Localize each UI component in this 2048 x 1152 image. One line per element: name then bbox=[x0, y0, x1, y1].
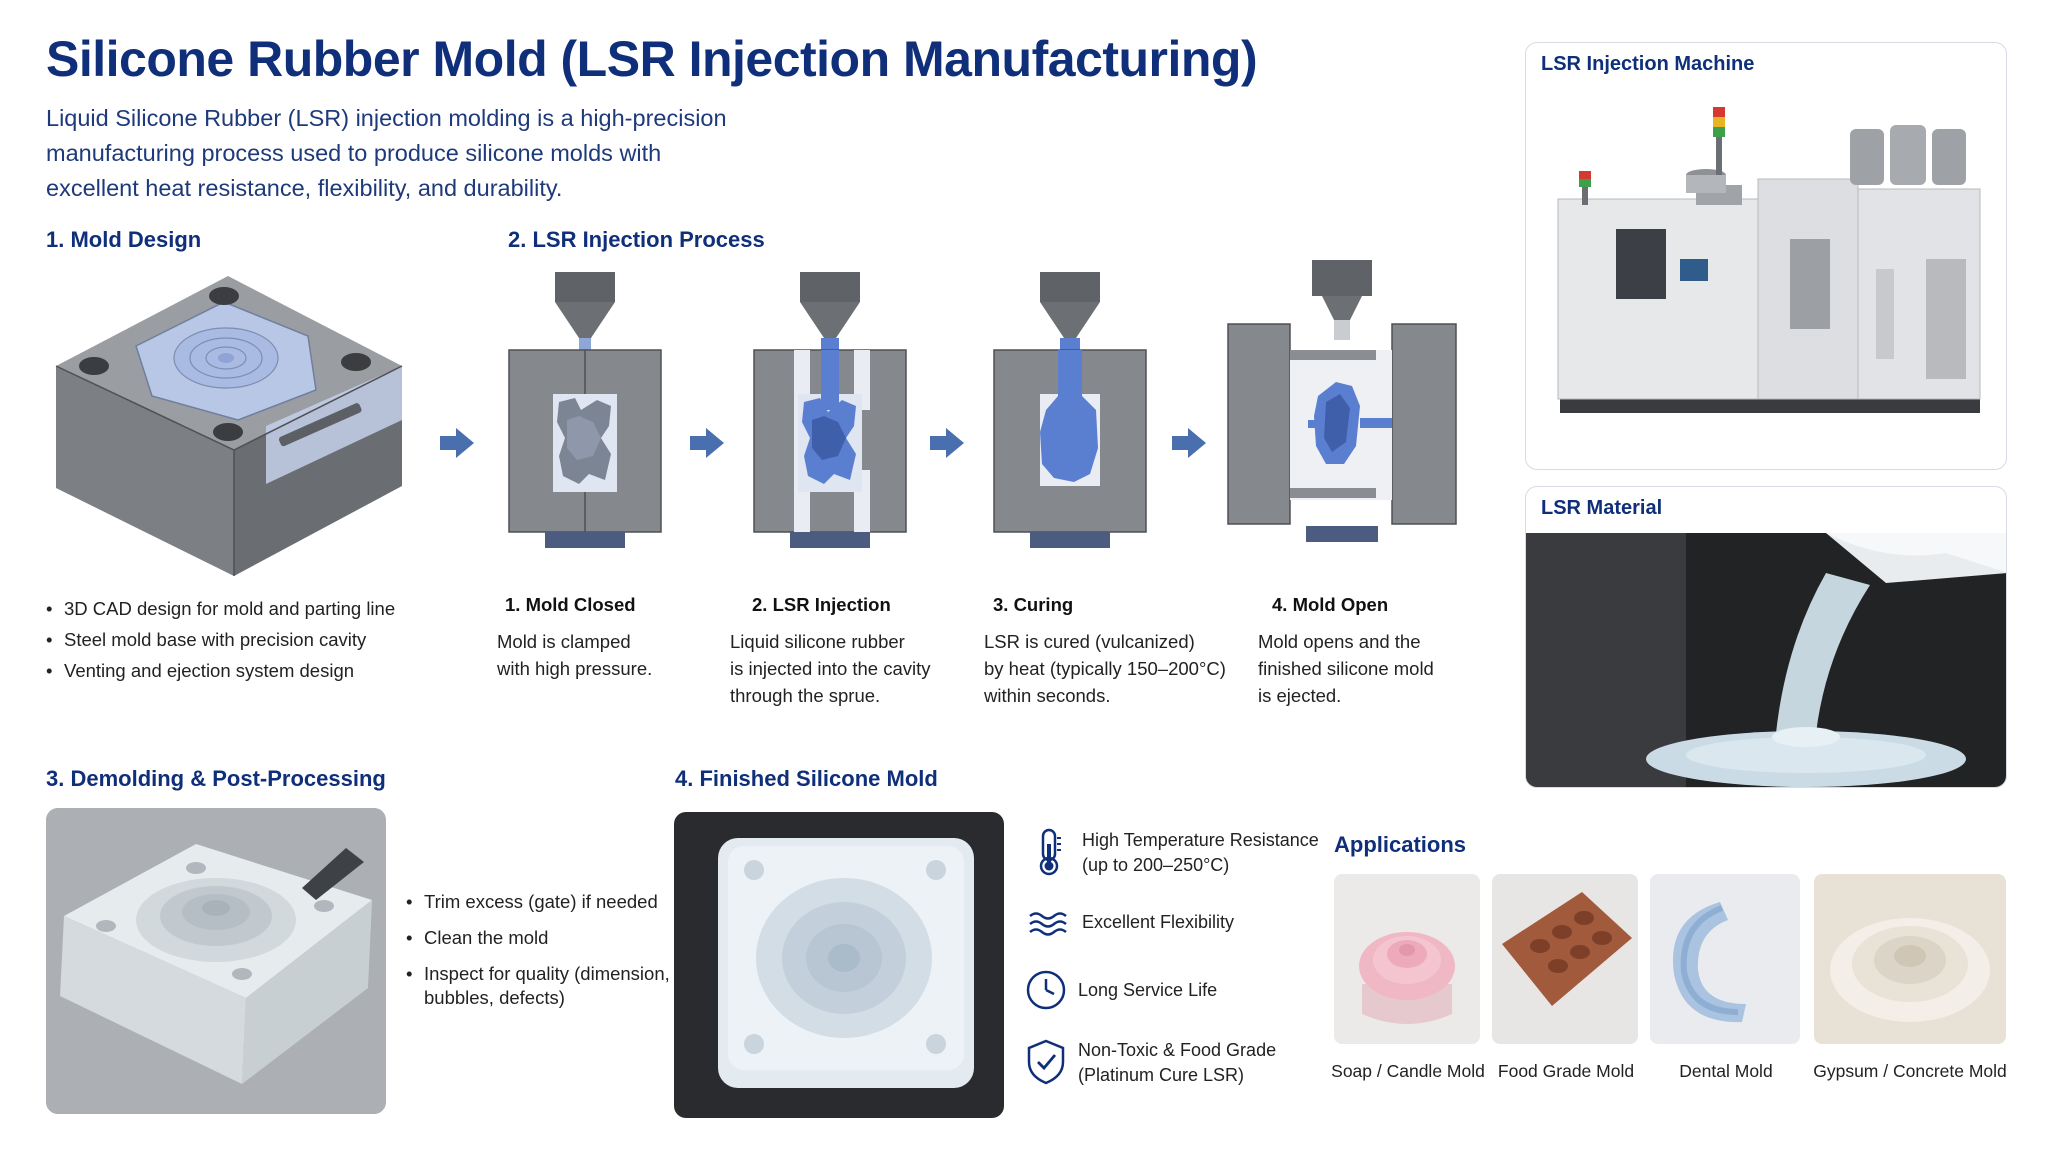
arrow-right-icon bbox=[440, 428, 474, 458]
app-gypsum-concrete-image bbox=[1814, 874, 2006, 1044]
list-item: Trim excess (gate) if needed bbox=[406, 884, 670, 920]
app-label-dental: Dental Mold bbox=[1679, 1061, 1773, 1081]
curing-diagram bbox=[990, 270, 1150, 550]
feature-text: High Temperature Resistance (up to 200–2… bbox=[1082, 830, 1319, 875]
lsr-material-card: LSR Material bbox=[1525, 486, 2007, 788]
app-label-food-grade: Food Grade Mold bbox=[1497, 1061, 1635, 1081]
step-title-curing: 3. Curing bbox=[993, 594, 1074, 615]
lsr-machine-card: LSR Injection Machine bbox=[1525, 42, 2007, 470]
lsr-material-photo bbox=[1526, 533, 2006, 787]
mold-design-heading: 1. Mold Design bbox=[46, 227, 202, 252]
lsr-material-title: LSR Material bbox=[1541, 497, 1663, 519]
applications-heading: Applications bbox=[1334, 832, 1467, 857]
list-item: Venting and ejection system design bbox=[46, 655, 395, 686]
mold-closed-diagram bbox=[505, 270, 665, 550]
lsr-machine-title: LSR Injection Machine bbox=[1541, 53, 1755, 75]
feature-food-grade: Non-Toxic & Food Grade (Platinum Cure LS… bbox=[1024, 1038, 1276, 1088]
arrow-right-icon bbox=[1172, 428, 1206, 458]
step-title-lsr-injection: 2. LSR Injection bbox=[752, 594, 891, 615]
app-label-gypsum-concrete: Gypsum / Concrete Mold bbox=[1813, 1061, 2007, 1081]
clock-icon bbox=[1024, 968, 1068, 1016]
intro-line: Liquid Silicone Rubber (LSR) injection m… bbox=[46, 105, 727, 131]
app-label-soap-candle: Soap / Candle Mold bbox=[1331, 1061, 1485, 1081]
shield-check-icon bbox=[1024, 1038, 1068, 1086]
feature-heat-resistance: High Temperature Resistance (up to 200–2… bbox=[1028, 828, 1319, 878]
app-soap-candle-image bbox=[1334, 874, 1480, 1044]
arrow-right-icon bbox=[930, 428, 964, 458]
step-title-mold-closed: 1. Mold Closed bbox=[505, 594, 636, 615]
intro-text: Liquid Silicone Rubber (LSR) injection m… bbox=[46, 101, 766, 206]
feature-service-life: Long Service Life bbox=[1024, 968, 1217, 1016]
mold-design-illustration bbox=[52, 270, 412, 580]
app-dental-image bbox=[1650, 874, 1800, 1044]
list-item: Clean the mold bbox=[406, 920, 670, 956]
lsr-injection-diagram bbox=[750, 270, 910, 550]
feature-text: Non-Toxic & Food Grade (Platinum Cure LS… bbox=[1078, 1040, 1277, 1085]
thermometer-icon bbox=[1028, 828, 1072, 876]
feature-text: Excellent Flexibility bbox=[1082, 912, 1235, 932]
mold-design-bullets: 3D CAD design for mold and parting line … bbox=[46, 593, 395, 686]
feature-flexibility: Excellent Flexibility bbox=[1028, 910, 1234, 958]
demolding-bullets: Trim excess (gate) if needed Clean the m… bbox=[406, 884, 670, 992]
injection-process-heading: 2. LSR Injection Process bbox=[508, 227, 765, 252]
intro-line: manufacturing process used to produce si… bbox=[46, 140, 662, 166]
list-item: Inspect for quality (dimension, bbox=[406, 956, 670, 992]
step-desc-mold-open: Mold opens and the finished silicone mol… bbox=[1258, 631, 1434, 706]
demolding-heading: 3. Demolding & Post-Processing bbox=[46, 766, 386, 791]
demolding-bullet-cont: bubbles, defects) bbox=[424, 987, 565, 1008]
feature-text: Long Service Life bbox=[1078, 980, 1218, 1000]
page-title: Silicone Rubber Mold (LSR Injection Manu… bbox=[46, 31, 1258, 87]
step-desc-mold-closed: Mold is clamped with high pressure. bbox=[497, 631, 653, 679]
lsr-machine-photo bbox=[1546, 89, 1986, 459]
step-desc-lsr-injection: Liquid silicone rubber is injected into … bbox=[730, 631, 931, 706]
intro-line: excellent heat resistance, flexibility, … bbox=[46, 175, 563, 201]
list-item: 3D CAD design for mold and parting line bbox=[46, 593, 395, 624]
finished-heading: 4. Finished Silicone Mold bbox=[675, 766, 938, 791]
wave-icon bbox=[1028, 910, 1072, 958]
mold-open-diagram bbox=[1226, 256, 1458, 548]
finished-mold-photo bbox=[674, 812, 1004, 1118]
list-item: Steel mold base with precision cavity bbox=[46, 624, 395, 655]
app-food-grade-image bbox=[1492, 874, 1638, 1044]
step-title-mold-open: 4. Mold Open bbox=[1272, 594, 1389, 615]
arrow-right-icon bbox=[690, 428, 724, 458]
demolding-photo bbox=[46, 808, 386, 1114]
step-desc-curing: LSR is cured (vulcanized) by heat (typic… bbox=[984, 631, 1226, 706]
